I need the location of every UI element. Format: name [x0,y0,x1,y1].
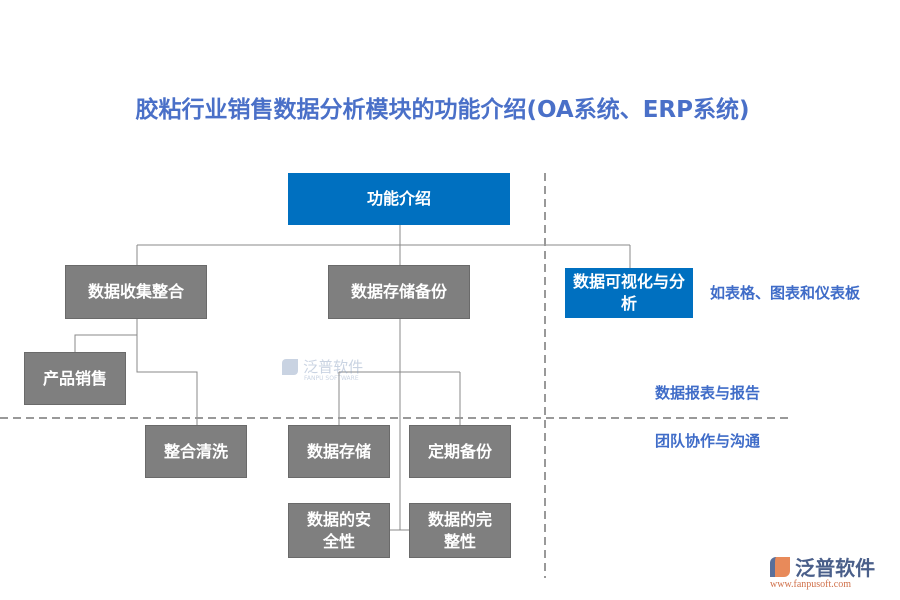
watermark-name: 泛普软件 [303,358,364,376]
watermark: 泛普软件 FANPU SOFTWARE [282,356,363,382]
node-storage: 数据存储备份 [328,265,470,319]
note-report: 数据报表与报告 [655,384,761,402]
brand-name: 泛普软件 [795,556,876,580]
node-product: 产品销售 [24,352,126,405]
page-title: 胶粘行业销售数据分析模块的功能介绍(OA系统、ERP系统) [135,97,750,123]
watermark-logo-icon [282,358,298,375]
node-visual: 数据可视化与分析 [565,268,693,318]
note-visual: 如表格、图表和仪表板 [710,284,861,302]
node-backup: 定期备份 [409,425,511,478]
node-store: 数据存储 [288,425,390,478]
node-security: 数据的安全性 [288,503,390,558]
node-collect: 数据收集整合 [65,265,207,319]
brand-url: www.fanpusoft.com [770,579,852,590]
brand-logo: 泛普软件 www.fanpusoft.com [770,552,875,590]
watermark-sub: FANPU SOFTWARE [304,375,359,382]
node-clean: 整合清洗 [145,425,247,478]
root-node: 功能介绍 [288,173,510,225]
brand-logo-icon [770,556,790,577]
note-team: 团队协作与沟通 [655,432,761,450]
node-integrity: 数据的完整性 [409,503,511,558]
